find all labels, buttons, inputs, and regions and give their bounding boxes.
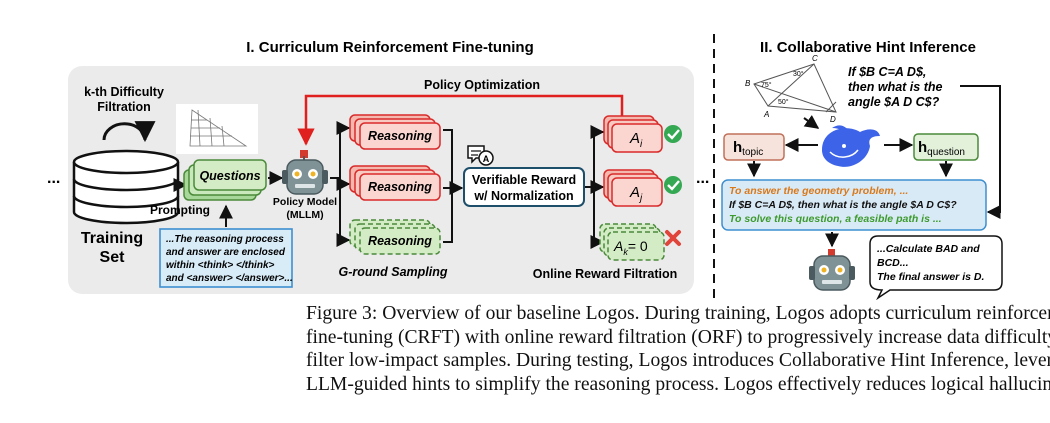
svg-text:A: A — [483, 154, 490, 164]
geo-label-a: A — [763, 110, 769, 119]
reward-chat-icon: A — [467, 145, 494, 166]
difficulty-label-2: Filtration — [97, 100, 150, 114]
answer-line-1: ...Calculate BAD and — [877, 243, 980, 255]
geo-angle-30: 30° — [793, 70, 804, 78]
geo-angle-75: 75° — [761, 81, 772, 89]
reasoning-label-3: Reasoning — [368, 234, 432, 248]
check-icon-1 — [664, 125, 682, 143]
question-line-3: angle $A D C$? — [848, 95, 940, 109]
cross-icon — [665, 230, 681, 246]
prompt-text-3: within <think> </think> — [166, 260, 275, 271]
policy-model-label-1: Policy Model — [273, 196, 337, 208]
hint-line-1: To answer the geometry problem, ... — [729, 185, 908, 197]
curriculum-title: I. Curriculum Reinforcement Fine-tuning — [246, 39, 534, 56]
training-set-label-2: Set — [100, 249, 126, 266]
questions-box — [193, 159, 267, 191]
ellipsis-left: ... — [47, 170, 60, 187]
policy-model-label-2: (MLLM) — [286, 209, 323, 221]
verifiable-reward-label-2: w/ Normalization — [473, 189, 573, 203]
reasoning-box-1 — [359, 122, 441, 150]
questions-label: Questions — [199, 169, 260, 183]
geometry-thumbnail — [176, 104, 258, 154]
reasoning-box-3 — [359, 227, 441, 255]
answer-line-2: BCD... — [877, 257, 909, 269]
prompt-text-1: ...The reasoning process — [166, 234, 284, 245]
policy-optimization-label: Policy Optimization — [424, 78, 540, 92]
difficulty-label-1: k-th Difficulty — [84, 85, 164, 99]
h-question-box — [913, 133, 979, 161]
hint-line-2: If $B C=A D$, then what is the angle $A … — [729, 199, 957, 211]
robot-icon — [282, 150, 328, 195]
advantage-j-label: Aj — [629, 184, 643, 204]
question-line-2: then what is the — [848, 80, 943, 94]
hint-line-3: To solve this question, a feasible path … — [729, 213, 942, 225]
geo-label-d: D — [830, 115, 836, 124]
question-line-1: If $B C=A D$, — [848, 65, 926, 79]
online-filtration-label: Online Reward Filtration — [533, 267, 677, 281]
geo-label-b: B — [745, 79, 751, 88]
reasoning-label-1: Reasoning — [368, 129, 432, 143]
advantage-i-box — [611, 123, 663, 153]
advantage-j-box — [611, 177, 663, 207]
database-icon — [72, 149, 180, 225]
hint-box — [721, 179, 987, 231]
geometry-figure — [753, 63, 837, 113]
figure-diagram: I. Curriculum Reinforcement Fine-tuning … — [47, 34, 1003, 300]
loop-arrow-icon — [102, 121, 156, 143]
prompt-text-4: and <answer> </answer>... — [166, 273, 293, 284]
policy-optimization-arrow — [297, 94, 624, 146]
caption-line-2: fine-tuning (CRFT) with online reward fi… — [306, 326, 1050, 348]
h-question-label: hquestion — [918, 139, 965, 158]
advantage-k-box — [607, 231, 665, 261]
whale-llm-icon — [822, 125, 880, 167]
answer-bubble — [869, 235, 1003, 300]
caption-line-3: filter low-impact samples. During testin… — [306, 350, 1050, 371]
geo-angle-50: 50° — [778, 98, 789, 106]
advantage-i-label: Ai — [629, 130, 643, 150]
ellipsis-right: ... — [696, 170, 709, 187]
h-topic-label: htopic — [733, 139, 763, 158]
prompt-text-2: and answer are enclosed — [166, 247, 286, 258]
inference-title: II. Collaborative Hint Inference — [760, 39, 976, 56]
geo-label-c: C — [812, 54, 818, 63]
answer-line-3: The final answer is D. — [877, 271, 984, 283]
inference-robot-icon — [809, 249, 855, 291]
prompting-label: Prompting — [150, 203, 210, 217]
caption-line-4: LLM-guided hints to simplify the reasoni… — [306, 373, 1050, 395]
training-set-label-1: Training — [81, 230, 143, 247]
verifiable-reward-label-1: Verifiable Reward — [472, 173, 576, 187]
g-round-label: G-round Sampling — [338, 265, 447, 279]
verifiable-reward-box — [463, 167, 585, 207]
check-icon-2 — [664, 176, 682, 194]
reasoning-label-2: Reasoning — [368, 180, 432, 194]
reasoning-box-2 — [359, 173, 441, 201]
h-topic-box — [723, 133, 785, 161]
prompt-box — [159, 228, 293, 288]
figure-caption: Figure 3: Overview of our baseline Logos… — [306, 302, 1050, 396]
advantage-k-label: Ak= 0 — [613, 238, 648, 257]
caption-line-1: Figure 3: Overview of our baseline Logos… — [306, 303, 1050, 324]
